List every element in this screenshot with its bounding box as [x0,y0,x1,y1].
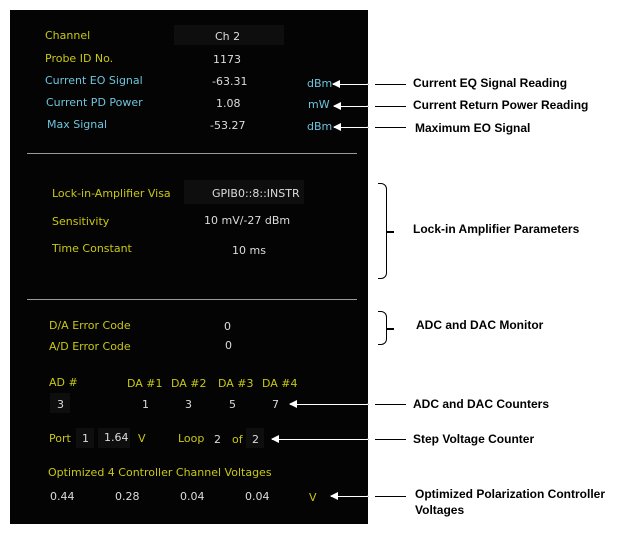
optimized-voltage-3: 0.04 [180,490,205,503]
optimized-unit: V [309,491,317,504]
max-signal-label: Max Signal [47,118,108,131]
arrow-eo [332,80,368,88]
annotation-lockin: Lock-in Amplifier Parameters [413,222,580,236]
eo-signal-label: Current EO Signal [45,74,143,87]
time-constant-label: Time Constant [52,242,132,255]
sensitivity-value[interactable]: 10 mV/-27 dBm [204,214,291,227]
loop-total: 2 [252,433,259,446]
optimized-voltage-2: 0.28 [115,490,140,503]
da1-label: DA #1 [127,377,163,390]
bracket-monitor [378,311,394,345]
arrow-eo-ext [367,80,406,88]
port-value: 1 [82,432,89,445]
channel-select[interactable] [174,25,284,45]
da4-label: DA #4 [262,377,298,390]
visa-label: Lock-in-Amplifier Visa [52,187,171,200]
voltage-box [98,428,130,448]
annotation-optimized-line2: Voltages [415,503,465,517]
annotation-step: Step Voltage Counter [413,432,535,446]
arrow-counters-ext [367,400,406,408]
da-error-label: D/A Error Code [49,319,131,332]
visa-value[interactable]: GPIB0::8::INSTR [212,187,300,200]
eo-signal-value: -63.31 [212,75,248,88]
time-constant-value[interactable]: 10 ms [232,244,266,257]
arrow-step-ext [367,435,406,443]
channel-value[interactable]: Ch 2 [215,30,241,43]
port-label: Port [49,432,71,445]
step-voltage-unit: V [138,432,146,445]
probe-id-value: 1173 [213,53,241,66]
eo-signal-unit: dBm [307,77,333,90]
da2-label: DA #2 [171,377,207,390]
instrument-panel [10,10,368,524]
sensitivity-label: Sensitivity [52,215,110,228]
optimized-voltage-1: 0.44 [50,490,75,503]
arrow-max [333,123,368,131]
optimized-title: Optimized 4 Controller Channel Voltages [48,466,272,479]
loop-label: Loop [178,432,205,445]
annotation-max: Maximum EO Signal [415,121,531,135]
da-error-value: 0 [224,320,231,333]
port-box [76,428,94,448]
of-label: of [232,433,243,446]
divider [27,153,357,154]
pd-power-unit: mW [308,98,330,111]
arrow-max-ext [367,123,406,131]
annotation-power: Current Return Power Reading [413,98,589,112]
bracket-lockin [378,183,394,279]
probe-id-label: Probe ID No. [45,52,114,65]
visa-field[interactable] [184,180,304,204]
da2-value: 3 [185,398,192,411]
da4-value: 7 [272,398,279,411]
arrow-power [333,102,368,110]
annotation-optimized-line1: Optimized Polarization Controller [415,487,606,501]
channel-label: Channel [45,29,91,42]
max-signal-value: -53.27 [210,119,246,132]
annotation-counters: ADC and DAC Counters [413,397,550,411]
ad-value: 3 [57,398,64,411]
annotation-monitor: ADC and DAC Monitor [416,318,544,332]
da3-label: DA #3 [218,377,254,390]
ad-error-value: 0 [225,339,232,352]
arrow-optimized-ext [367,492,406,500]
ad-label: AD # [49,376,78,389]
optimized-voltage-4: 0.04 [245,490,270,503]
ad-error-label: A/D Error Code [49,340,131,353]
pd-power-label: Current PD Power [46,96,143,109]
loop-value: 2 [214,433,221,446]
step-voltage-value: 1.64 [104,431,129,444]
arrow-step [271,435,368,443]
arrow-power-ext [367,102,406,110]
da1-value: 1 [142,398,149,411]
loop-total-box [246,428,264,448]
ad-counter-box [50,393,70,413]
divider [27,299,357,300]
pd-power-value: 1.08 [216,97,241,110]
arrow-optimized [330,492,368,500]
max-signal-unit: dBm [307,120,333,133]
da3-value: 5 [229,398,236,411]
arrow-counters [289,400,368,408]
annotation-eo: Current EQ Signal Reading [413,76,568,90]
